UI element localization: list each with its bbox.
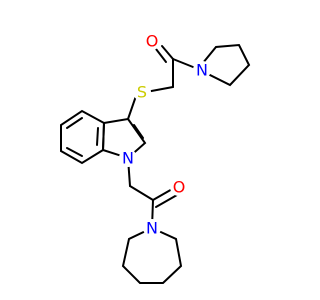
atom-sulfur: S [133,83,151,102]
bond-sulfur-to-c3 [127,95,137,120]
oxygen-bottom-label: O [173,178,186,197]
nitrogen-azepane-label: N [146,219,158,238]
bond-carbonyl-bottom-double-b [155,194,178,208]
bonds [60,43,251,284]
atom-oxygen-bottom: O [170,178,188,197]
atom-labels: O N S N O N [119,32,211,238]
bond-carbonyl-top-double-b [155,48,167,63]
bond-c2-c3-double [133,124,144,139]
sulfur-label: S [137,83,147,102]
nitrogen-pyrrolidine-label: N [196,61,208,80]
bond-carbonyl-bottom-double-a [152,187,175,201]
atom-nitrogen-pyrrolidine: N [193,61,211,80]
structure-drawing: O N S N O N [60,32,251,284]
molecule-diagram: O N S N O N [60,31,251,284]
indole-benzene-ring [60,109,106,165]
atom-nitrogen-azepane: N [143,219,161,238]
bond-carbonyl-top-double-a [161,45,174,60]
nitrogen-indole-label: N [122,149,134,168]
oxygen-top-label: O [146,32,159,51]
atom-oxygen-top: O [143,32,161,51]
bond-ch2-to-carbonyl-bottom [129,185,154,201]
bond-benzene-double-3 [96,127,99,146]
bond-benzene-double-2 [66,147,83,157]
bond-benzene-double-1 [66,117,83,129]
pyrrolidine-ring [196,43,251,87]
atom-nitrogen-indole: N [119,149,137,168]
indole-pyrrole-ring [101,117,147,160]
azepane-ring [121,226,183,284]
